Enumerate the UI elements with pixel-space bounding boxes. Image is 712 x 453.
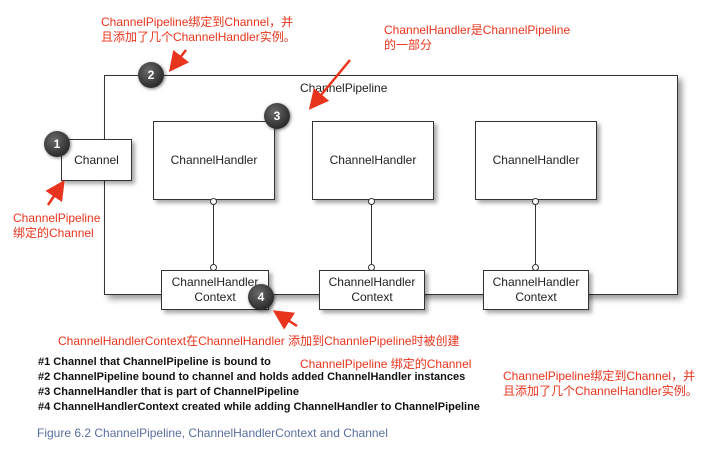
channel-handler-box-2: ChannelHandler xyxy=(312,121,434,200)
channel-handler-box-1: ChannelHandler xyxy=(153,121,275,200)
annotation-legend-1: ChannelPipeline 绑定的Channel xyxy=(300,357,472,371)
handler-label-1: ChannelHandler xyxy=(170,153,258,167)
connector-1 xyxy=(213,201,214,269)
annotation-pipeline-bound: ChannelPipeline绑定到Channel，并 且添加了几个Channe… xyxy=(101,15,296,44)
annotation-context-created: ChannelHandlerContext在ChannelHandler 添加到… xyxy=(58,334,460,348)
handler-context-box-3: ChannelHandler Context xyxy=(483,270,589,310)
legend-item-3: #3 ChannelHandler that is part of Channe… xyxy=(38,386,299,398)
badge-1: 1 xyxy=(44,131,70,157)
legend-item-1: #1 Channel that ChannelPipeline is bound… xyxy=(38,356,271,368)
context-label-1: ChannelHandler Context xyxy=(171,275,259,304)
handler-label-3: ChannelHandler xyxy=(492,153,580,167)
connector-dot-top-2 xyxy=(368,198,375,205)
arrow-to-channel xyxy=(45,179,65,206)
badge-2: 2 xyxy=(138,62,164,88)
handler-label-2: ChannelHandler xyxy=(329,153,417,167)
figure-caption: Figure 6.2 ChannelPipeline, ChannelHandl… xyxy=(37,426,388,440)
handler-context-box-2: ChannelHandler Context xyxy=(319,270,425,310)
annotation-legend-2: ChannelPipeline绑定到Channel，并 且添加了几个Channe… xyxy=(503,369,698,398)
legend-item-4: #4 ChannelHandlerContext created while a… xyxy=(38,401,480,413)
annotation-handler-part: ChannelHandler是ChannelPipeline 的一部分 xyxy=(384,23,571,52)
channel-box: Channel xyxy=(61,139,132,181)
legend-item-2: #2 ChannelPipeline bound to channel and … xyxy=(38,371,466,383)
connector-dot-top-3 xyxy=(532,198,539,205)
badge-3: 3 xyxy=(264,103,290,129)
connector-dot-top-1 xyxy=(210,198,217,205)
arrow-to-badge-4 xyxy=(272,310,298,330)
arrow-to-handler xyxy=(308,59,351,110)
context-label-2: ChannelHandler Context xyxy=(328,275,416,304)
connector-3 xyxy=(535,201,536,269)
badge-4: 4 xyxy=(248,284,274,310)
annotation-bound-channel: ChannelPipeline 绑定的Channel xyxy=(13,211,101,240)
channel-label: Channel xyxy=(74,152,119,167)
context-label-3: ChannelHandler Context xyxy=(492,275,580,304)
arrow-to-badge-2 xyxy=(168,49,190,72)
connector-2 xyxy=(371,201,372,269)
